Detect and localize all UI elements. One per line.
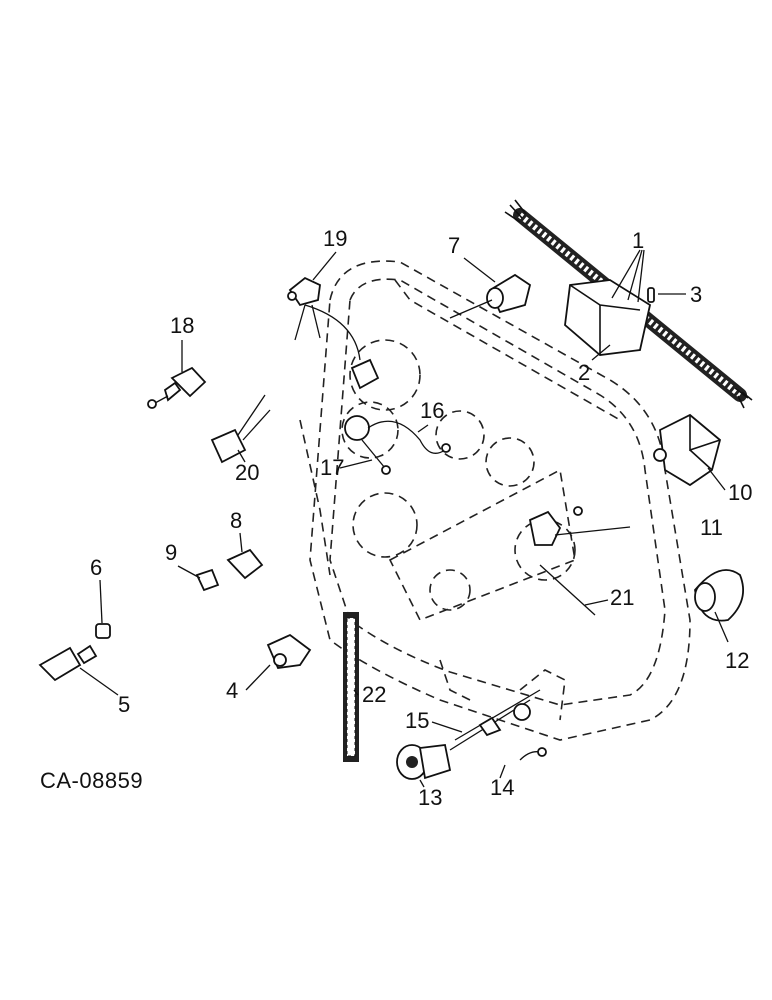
callout-22: 22 — [362, 682, 386, 707]
callout-6: 6 — [90, 555, 102, 580]
callout-11: 11 — [700, 515, 723, 540]
pin-part — [647, 287, 655, 303]
callout-10: 10 — [728, 480, 752, 505]
callout-14: 14 — [490, 775, 514, 800]
rod-part — [539, 564, 596, 616]
toggle-switch-part — [147, 366, 207, 409]
callout-20: 20 — [235, 460, 259, 485]
bracket-clip-part — [528, 506, 631, 546]
callout-8: 8 — [230, 508, 242, 533]
flange-sender-part — [287, 276, 380, 390]
round-gauge-part — [694, 569, 744, 622]
callout-12: 12 — [725, 648, 749, 673]
callout-4: 4 — [226, 678, 238, 703]
callout-13: 13 — [418, 785, 442, 810]
gauge-sender-part — [449, 273, 532, 319]
flange-switch-part — [266, 633, 312, 669]
switch-box-part — [653, 413, 722, 487]
callout-19: 19 — [323, 226, 347, 251]
callout-3: 3 — [690, 282, 702, 307]
callout-18: 18 — [170, 313, 194, 338]
wire-lead-part — [519, 747, 547, 761]
instrument-panel-housing — [299, 260, 691, 741]
callout-labels: 1 2 3 4 5 6 7 8 9 10 11 12 13 14 15 16 1… — [90, 226, 752, 810]
cable-part — [449, 689, 541, 751]
callout-21: 21 — [610, 585, 634, 610]
callout-2: 2 — [578, 360, 590, 385]
plug-cap-part — [195, 548, 264, 592]
leader-lines — [79, 249, 729, 788]
drawing-code: CA-08859 — [40, 768, 143, 793]
callout-5: 5 — [118, 692, 130, 717]
callout-7: 7 — [448, 233, 460, 258]
callout-15: 15 — [405, 708, 429, 733]
conduit-part — [343, 612, 359, 762]
callout-9: 9 — [165, 540, 177, 565]
bulb-part — [210, 394, 271, 464]
round-connector-part — [396, 744, 452, 780]
switch-cap-part — [38, 623, 111, 682]
lamp-socket-part — [344, 415, 451, 475]
callout-1: 1 — [632, 228, 644, 253]
module-box-part — [564, 279, 652, 356]
callout-16: 16 — [420, 398, 444, 423]
